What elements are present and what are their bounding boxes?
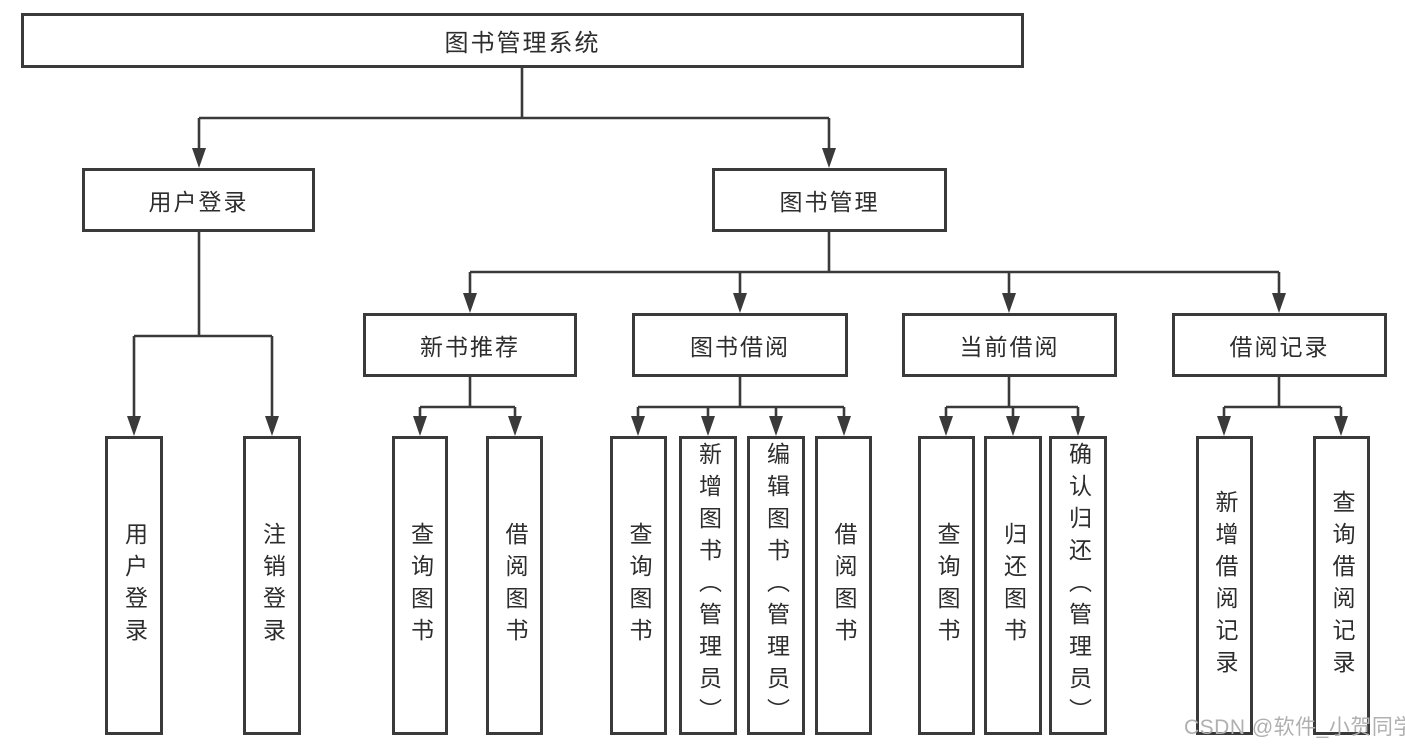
leaf-return-book: 归还图书 xyxy=(984,436,1042,735)
leaf-confirm-return-admin: 确认归还（管理员） xyxy=(1049,436,1107,735)
leaf-query-borrow-record-label: 查询借阅记录 xyxy=(1329,489,1355,682)
leaf-add-borrow-record-label: 新增借阅记录 xyxy=(1212,489,1238,682)
node-library-management-system: 图书管理系统 xyxy=(21,13,1024,68)
csdn-watermark: CSDN @软件_小贺同学 xyxy=(1184,716,1405,739)
leaf-logout-login: 注销登录 xyxy=(243,436,301,735)
leaf-query-book-current: 查询图书 xyxy=(918,436,975,735)
node-borrow-record: 借阅记录 xyxy=(1172,313,1387,377)
node-current-borrow: 当前借阅 xyxy=(902,313,1117,377)
leaf-return-book-label: 归还图书 xyxy=(1000,521,1027,650)
leaf-query-book-borrow-label: 查询图书 xyxy=(626,521,652,650)
leaf-borrow-book: 借阅图书 xyxy=(815,436,872,735)
leaf-add-book-admin: 新增图书（管理员） xyxy=(679,436,737,735)
leaf-query-book-current-label: 查询图书 xyxy=(934,521,960,650)
node-new-book-recommend: 新书推荐 xyxy=(363,313,577,377)
leaf-add-borrow-record: 新增借阅记录 xyxy=(1196,436,1253,735)
leaf-borrow-book-recommend: 借阅图书 xyxy=(486,436,543,735)
leaf-query-borrow-record: 查询借阅记录 xyxy=(1313,436,1370,735)
leaf-query-book-recommend-label: 查询图书 xyxy=(407,521,434,650)
leaf-confirm-return-admin-label: 确认归还（管理员） xyxy=(1065,441,1092,730)
leaf-edit-book-admin: 编辑图书（管理员） xyxy=(747,436,805,735)
leaf-user-login: 用户登录 xyxy=(105,436,163,735)
node-book-borrow: 图书借阅 xyxy=(632,313,848,377)
leaf-borrow-book-recommend-label: 借阅图书 xyxy=(502,521,528,650)
node-user-login: 用户登录 xyxy=(82,168,315,232)
leaf-query-book-recommend: 查询图书 xyxy=(392,436,448,735)
leaf-user-login-label: 用户登录 xyxy=(121,521,148,650)
leaf-borrow-book-label: 借阅图书 xyxy=(831,521,857,650)
leaf-query-book-borrow: 查询图书 xyxy=(610,436,667,735)
leaf-add-book-admin-label: 新增图书（管理员） xyxy=(695,441,722,730)
node-book-management: 图书管理 xyxy=(712,168,947,232)
leaf-logout-login-label: 注销登录 xyxy=(259,521,286,650)
leaf-edit-book-admin-label: 编辑图书（管理员） xyxy=(763,441,790,730)
